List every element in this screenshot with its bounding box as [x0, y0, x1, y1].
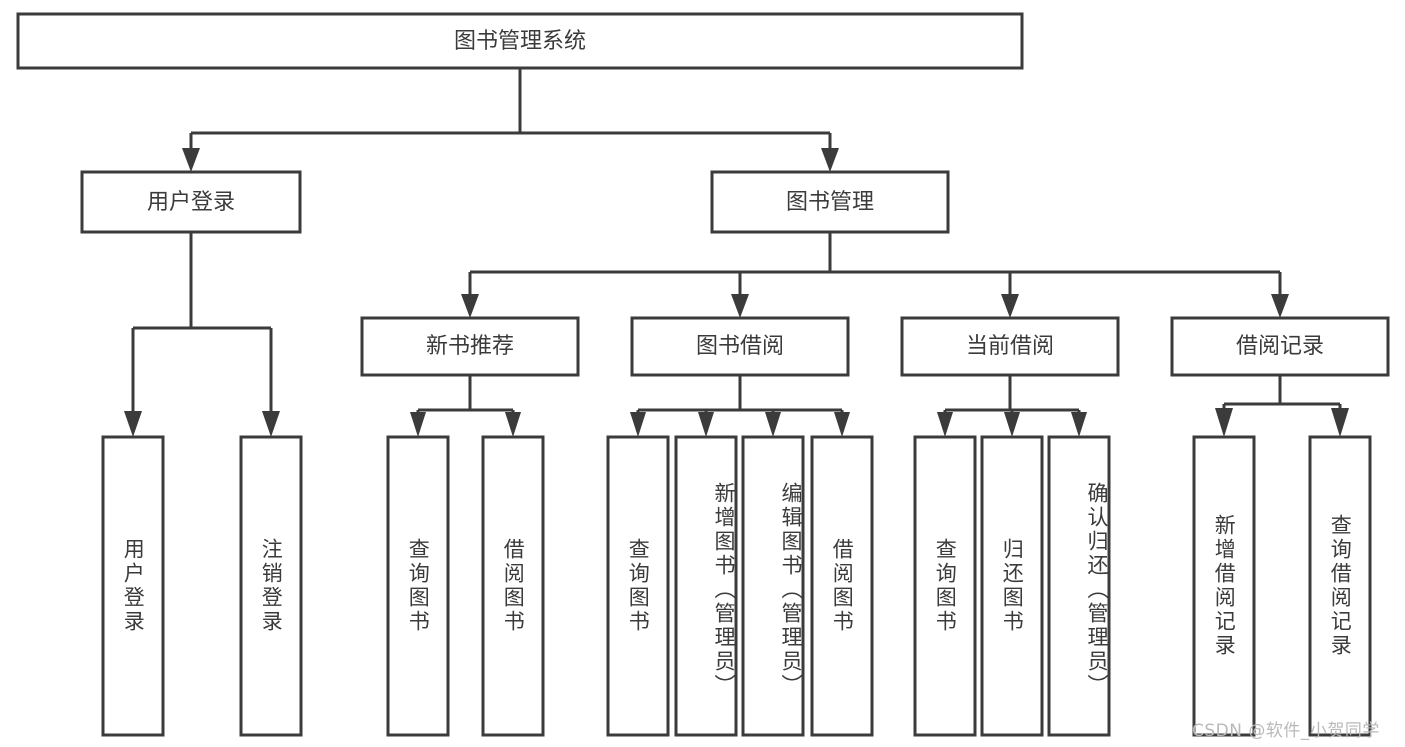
arrow-head-borrow-record	[1271, 294, 1289, 318]
arrow-head-leaf-query-record	[1331, 408, 1349, 437]
connector-group-userlogin	[124, 232, 280, 437]
arrow-head-leaf-edit-book	[765, 412, 781, 437]
node-label-root: 图书管理系统	[454, 29, 586, 54]
arrow-head-leaf-confirm-return	[1071, 412, 1087, 437]
arrow-head-current-borrow	[1001, 294, 1019, 318]
node-label-borrow-record: 借阅记录	[1236, 334, 1324, 359]
node-box-leaf-query-book-1[interactable]	[386, 435, 450, 737]
node-box-root[interactable]	[16, 12, 1024, 70]
node-box-leaf-return-book[interactable]	[980, 435, 1044, 737]
node-box-leaf-query-book-2[interactable]	[606, 435, 670, 737]
node-box-leaf-borrow-book-2[interactable]	[810, 435, 874, 737]
arrow-head-leaf-query-book-3	[937, 412, 953, 437]
node-box-leaf-add-record[interactable]	[1192, 435, 1256, 737]
connector-group-bookborrow	[630, 375, 850, 437]
connector-group-borrowrecord	[1215, 375, 1349, 437]
arrow-head-bookmanage	[821, 148, 839, 172]
node-label-book-manage: 图书管理	[786, 190, 874, 215]
node-box-user-login[interactable]	[80, 170, 302, 234]
node-box-leaf-user-login[interactable]	[101, 435, 165, 737]
node-box-leaf-borrow-book-1[interactable]	[481, 435, 545, 737]
arrow-head-new-book-recommend	[461, 294, 479, 318]
connector-group-root	[182, 68, 839, 172]
arrow-head-leaf-return-book	[1004, 412, 1020, 437]
node-box-book-manage[interactable]	[710, 170, 950, 234]
connector-group-newbook	[410, 375, 521, 437]
node-label-user-login: 用户登录	[147, 190, 235, 215]
node-label-new-book-recommend: 新书推荐	[426, 334, 514, 359]
arrow-head-leaf-add-book	[698, 412, 714, 437]
node-box-leaf-edit-book[interactable]	[741, 435, 805, 737]
arrow-head-leaf-borrow-book-1	[505, 412, 521, 437]
arrow-head-leaf-query-book-2	[630, 412, 646, 437]
arrow-head-leaf-add-record	[1215, 408, 1233, 437]
node-box-book-borrow[interactable]	[630, 316, 850, 377]
arrow-head-userlogin	[182, 148, 200, 172]
arrow-head-leaf-user-login	[124, 411, 142, 437]
arrow-head-leaf-user-logout	[262, 411, 280, 437]
node-box-leaf-query-book-3[interactable]	[913, 435, 977, 737]
node-label-current-borrow: 当前借阅	[966, 334, 1054, 359]
node-box-leaf-user-logout[interactable]	[239, 435, 303, 737]
node-box-new-book-recommend[interactable]	[360, 316, 580, 377]
node-box-leaf-add-book[interactable]	[674, 435, 738, 737]
arrow-head-book-borrow	[731, 294, 749, 318]
node-box-leaf-confirm-return[interactable]	[1047, 435, 1111, 737]
arrow-head-leaf-query-book-1	[410, 412, 426, 437]
connector-group-currentborrow	[937, 375, 1087, 437]
node-box-leaf-query-record[interactable]	[1308, 435, 1372, 737]
node-box-current-borrow[interactable]	[900, 316, 1120, 377]
csdn-watermark: CSDN @软件_小贺同学	[1192, 721, 1380, 741]
connector-group-bookmanage	[461, 232, 1289, 318]
node-box-borrow-record[interactable]	[1170, 316, 1390, 377]
node-label-book-borrow: 图书借阅	[696, 334, 784, 359]
arrow-head-leaf-borrow-book-2	[834, 412, 850, 437]
